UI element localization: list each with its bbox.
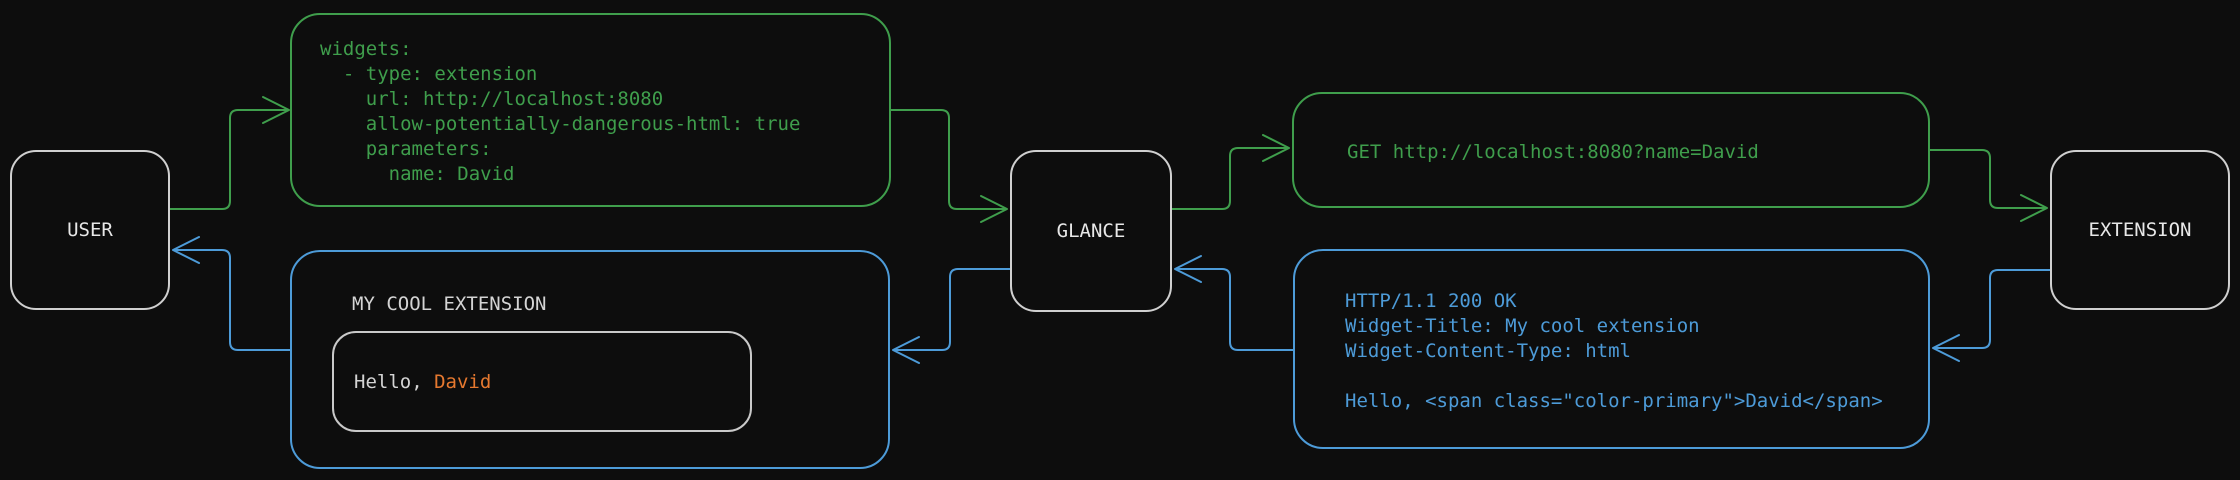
connector-line xyxy=(1171,147,1288,210)
connector-widget-to-user xyxy=(172,236,291,351)
greeting-prefix: Hello, xyxy=(354,370,435,393)
rendered-widget-box: MY COOL EXTENSION Hello, David xyxy=(290,250,890,469)
arrowhead-right-icon xyxy=(1262,134,1290,162)
http-request-box: GET http://localhost:8080?name=David xyxy=(1292,92,1930,208)
connector-line xyxy=(174,249,291,351)
connector-line xyxy=(1929,149,2046,209)
connector-line xyxy=(1176,268,1294,351)
config-yaml-code: widgets: - type: extension url: http://l… xyxy=(320,38,801,185)
connector-line xyxy=(890,109,1006,210)
http-request-code: GET http://localhost:8080?name=David xyxy=(1347,141,1759,163)
config-yaml-box: widgets: - type: extension url: http://l… xyxy=(290,13,891,207)
connector-extension-to-response xyxy=(1932,269,2051,362)
arrowhead-right-icon xyxy=(262,96,290,124)
greeting-name: David xyxy=(434,370,492,393)
http-response-code: HTTP/1.1 200 OK Widget-Title: My cool ex… xyxy=(1345,290,1883,412)
connector-line xyxy=(1934,269,2051,349)
node-glance-label: GLANCE xyxy=(1056,220,1126,242)
connector-glance-to-widget xyxy=(892,268,1011,364)
connector-glance-to-request xyxy=(1171,134,1290,210)
arrowhead-right-icon xyxy=(980,195,1008,223)
node-glance: GLANCE xyxy=(1010,150,1172,312)
arrowhead-left-icon xyxy=(1174,255,1202,283)
connector-line xyxy=(894,268,1011,351)
widget-title: MY COOL EXTENSION xyxy=(352,293,547,315)
arrowhead-left-icon xyxy=(892,336,920,364)
http-response-box: HTTP/1.1 200 OK Widget-Title: My cool ex… xyxy=(1293,249,1930,449)
node-user-label: USER xyxy=(67,219,113,241)
arrowhead-left-icon xyxy=(1932,334,1960,362)
node-extension: EXTENSION xyxy=(2050,150,2230,310)
connector-line xyxy=(169,109,288,210)
arrowhead-right-icon xyxy=(2020,194,2048,222)
connector-user-to-config xyxy=(169,96,290,210)
widget-render-frame: Hello, David xyxy=(332,331,752,432)
connector-request-to-extension xyxy=(1929,149,2048,222)
connector-config-to-glance xyxy=(890,109,1008,223)
widget-greeting: Hello, David xyxy=(334,371,491,393)
node-extension-label: EXTENSION xyxy=(2088,219,2192,241)
arrowhead-left-icon xyxy=(172,236,200,264)
connector-response-to-glance xyxy=(1174,255,1294,351)
node-user: USER xyxy=(10,150,170,310)
